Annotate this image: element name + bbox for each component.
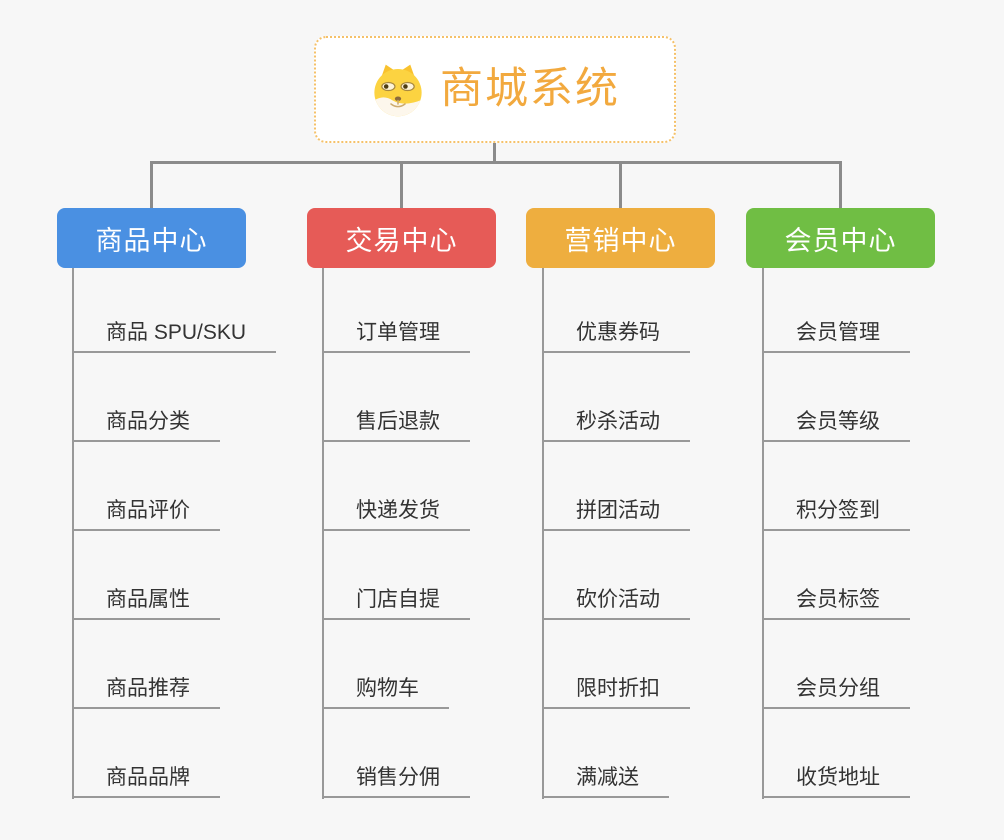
leaf-node[interactable]: 会员分组 xyxy=(762,677,910,709)
leaf-node[interactable]: 满减送 xyxy=(542,766,669,798)
branch-node-trade[interactable]: 交易中心 xyxy=(307,208,496,268)
spine-marketing xyxy=(542,268,544,799)
doge-icon xyxy=(370,62,426,118)
leaf-node[interactable]: 会员等级 xyxy=(762,410,910,442)
leaf-node[interactable]: 快递发货 xyxy=(322,499,470,531)
connector-drop-trade xyxy=(400,161,403,208)
branch-node-members[interactable]: 会员中心 xyxy=(746,208,935,268)
leaf-node[interactable]: 砍价活动 xyxy=(542,588,690,620)
leaf-node[interactable]: 订单管理 xyxy=(322,321,470,353)
leaf-node[interactable]: 收货地址 xyxy=(762,766,910,798)
spine-trade xyxy=(322,268,324,799)
leaf-node[interactable]: 商品品牌 xyxy=(72,766,220,798)
leaf-node[interactable]: 商品评价 xyxy=(72,499,220,531)
connector-drop-marketing xyxy=(619,161,622,208)
spine-members xyxy=(762,268,764,799)
connector-drop-members xyxy=(839,161,842,208)
leaf-node[interactable]: 门店自提 xyxy=(322,588,470,620)
connector-root-stem xyxy=(493,143,496,163)
spine-products xyxy=(72,268,74,799)
leaf-node[interactable]: 积分签到 xyxy=(762,499,910,531)
connector-horizontal-rail xyxy=(151,161,842,164)
branch-node-products[interactable]: 商品中心 xyxy=(57,208,246,268)
branch-node-marketing[interactable]: 营销中心 xyxy=(526,208,715,268)
leaf-node[interactable]: 拼团活动 xyxy=(542,499,690,531)
leaf-node[interactable]: 会员管理 xyxy=(762,321,910,353)
leaf-node[interactable]: 购物车 xyxy=(322,677,449,709)
root-title: 商城系统 xyxy=(440,65,620,113)
leaf-node[interactable]: 优惠券码 xyxy=(542,321,690,353)
leaf-node[interactable]: 会员标签 xyxy=(762,588,910,620)
connector-drop-products xyxy=(150,161,153,208)
leaf-node[interactable]: 限时折扣 xyxy=(542,677,690,709)
leaf-node[interactable]: 销售分佣 xyxy=(322,766,470,798)
leaf-node[interactable]: 商品分类 xyxy=(72,410,220,442)
leaf-node[interactable]: 商品属性 xyxy=(72,588,220,620)
leaf-node[interactable]: 售后退款 xyxy=(322,410,470,442)
leaf-node[interactable]: 秒杀活动 xyxy=(542,410,690,442)
leaf-node[interactable]: 商品推荐 xyxy=(72,677,220,709)
root-node[interactable]: 商城系统 xyxy=(314,36,676,143)
leaf-node[interactable]: 商品 SPU/SKU xyxy=(72,321,277,353)
